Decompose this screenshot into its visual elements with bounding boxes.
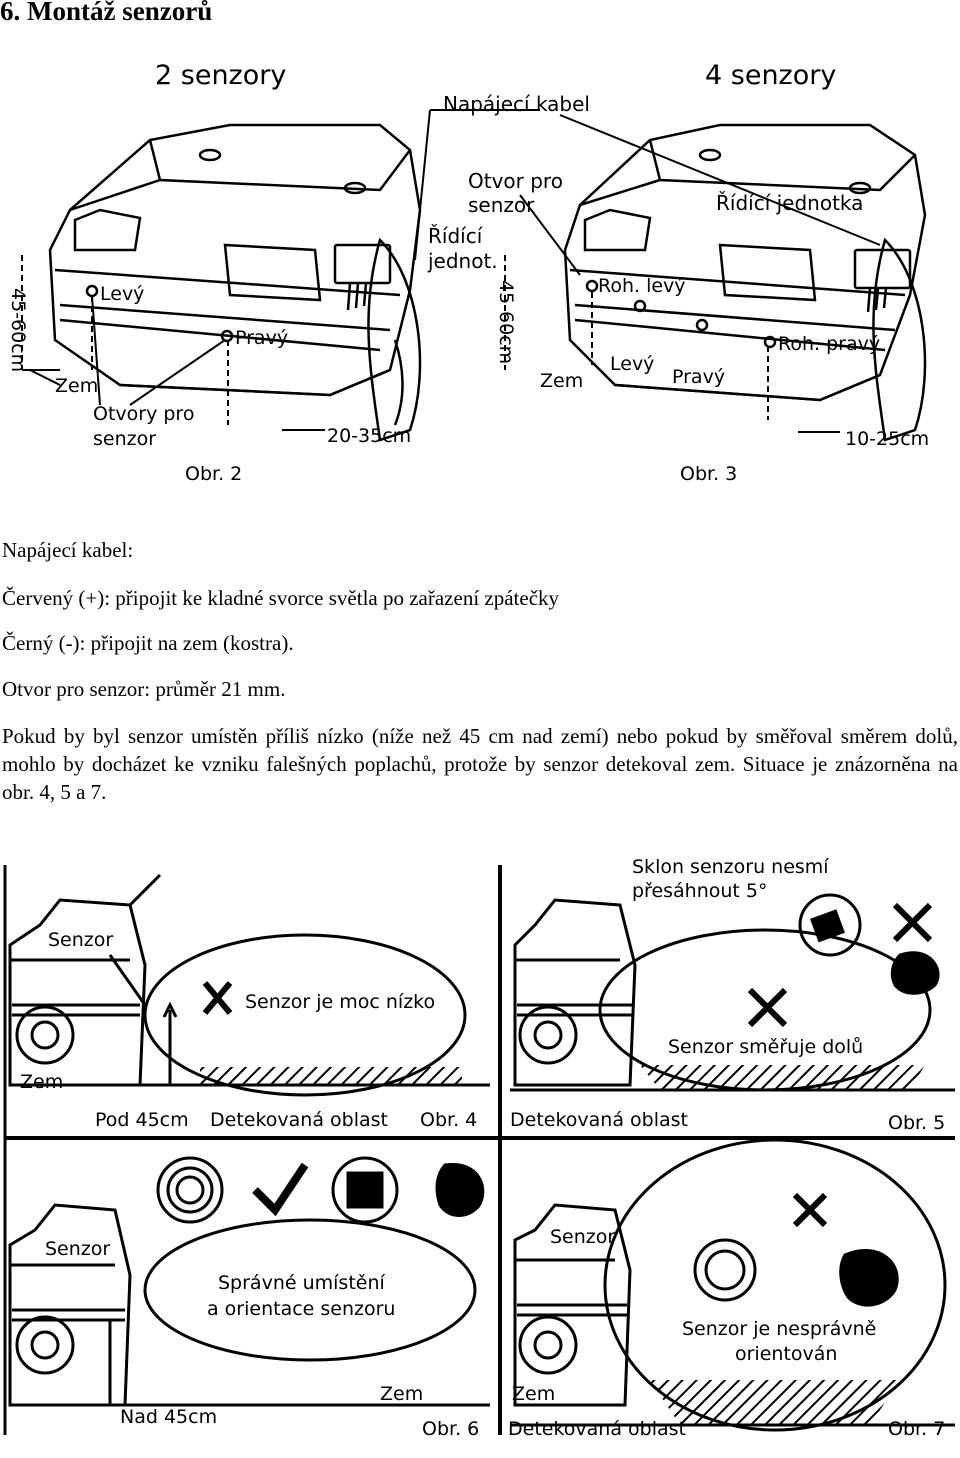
label-height-left: 45-60cm [7, 288, 29, 372]
figure-car-sensor-mounting: 2 senzory 4 senzory Napájecí kabel Otvor… [7, 60, 929, 485]
obr7-message-line1: Senzor je nesprávně [682, 1318, 876, 1340]
car-left-drawing [48, 123, 422, 442]
obr7-message-line2: orientován [735, 1343, 837, 1365]
text-cerny: Černý (-): připojit na zem (kostra). [2, 631, 294, 655]
label-ridici-jednotka: Řídící jednotka [716, 191, 863, 215]
label-pravy-right: Pravý [672, 366, 725, 388]
obr6-message-line1: Správné umístění [218, 1272, 386, 1294]
text-cerveny: Červený (+): připojit ke kladné svorce s… [2, 586, 560, 610]
obr7-detekovana: Detekovaná oblast [508, 1418, 686, 1440]
caption-obr-3: Obr. 3 [680, 463, 737, 485]
label-otvor-pro-senzor-line2: senzor [468, 193, 535, 217]
panel-obr-4 [8, 873, 490, 1097]
obr6-senzor: Senzor [45, 1238, 110, 1260]
obr5-caption: Obr. 5 [888, 1112, 945, 1134]
label-ridici-jednot-line2: jednot. [427, 249, 498, 273]
label-otvory-pro-line2: senzor [93, 428, 156, 450]
label-roh-levy: Roh. levý [598, 275, 686, 297]
label-roh-pravy: Roh. pravý [778, 333, 880, 355]
panel-obr-5 [510, 893, 955, 1092]
label-levy-right: Levý [610, 353, 654, 375]
title-2-senzory: 2 senzory [155, 60, 286, 91]
obr4-pod-45cm: Pod 45cm [95, 1109, 189, 1131]
obr7-caption: Obr. 7 [888, 1418, 945, 1440]
title-4-senzory: 4 senzory [705, 60, 836, 91]
text-otvor: Otvor pro senzor: průměr 21 mm. [2, 677, 286, 701]
obr4-caption: Obr. 4 [420, 1109, 477, 1131]
label-ridici-jednot-line1: Řídící [428, 224, 484, 248]
label-zem-left: Zem [55, 375, 98, 397]
obr6-nad-45cm: Nad 45cm [120, 1406, 217, 1428]
obr6-message-line2: a orientace senzoru [207, 1298, 395, 1320]
obr4-zem: Zem [20, 1071, 63, 1093]
label-otvory-pro-line1: Otvory pro [93, 403, 194, 425]
label-height-right: 45-60cm [495, 280, 517, 364]
figure-sensor-detection-areas: Senzor Senzor je moc nízko Zem Pod 45cm … [3, 856, 955, 1440]
label-napajeci-kabel: Napájecí kabel [443, 92, 590, 116]
text-napajeci-kabel: Napájecí kabel: [2, 538, 134, 562]
text-paragraph: Pokud by byl senzor umístěn příliš nízko… [2, 724, 958, 804]
label-distance-right: 10-25cm [845, 428, 929, 450]
obr4-detekovana: Detekovaná oblast [210, 1109, 388, 1131]
section-heading: 6. Montáž senzorů [0, 0, 213, 26]
obr5-sklon-line2: přesáhnout 5° [632, 880, 768, 902]
panel-obr-6 [8, 1156, 490, 1407]
obr4-message: Senzor je moc nízko [245, 991, 435, 1013]
label-distance-left: 20-35cm [327, 425, 411, 447]
obr6-caption: Obr. 6 [422, 1418, 479, 1440]
caption-obr-2: Obr. 2 [185, 463, 242, 485]
obr5-message: Senzor směřuje dolů [668, 1036, 863, 1058]
obr4-senzor: Senzor [48, 929, 113, 951]
label-zem-right: Zem [540, 370, 583, 392]
car-right-drawing [563, 123, 927, 442]
obr7-zem: Zem [512, 1383, 555, 1405]
label-otvor-pro-senzor-line1: Otvor pro [468, 169, 563, 193]
obr7-senzor: Senzor [550, 1226, 615, 1248]
label-pravy: Pravý [235, 327, 288, 349]
obr5-sklon-line1: Sklon senzoru nesmí [632, 856, 829, 878]
obr6-zem: Zem [380, 1383, 423, 1405]
obr5-detekovana: Detekovaná oblast [510, 1109, 688, 1131]
panel-obr-7 [510, 1138, 955, 1432]
label-levy: Levý [100, 283, 144, 305]
